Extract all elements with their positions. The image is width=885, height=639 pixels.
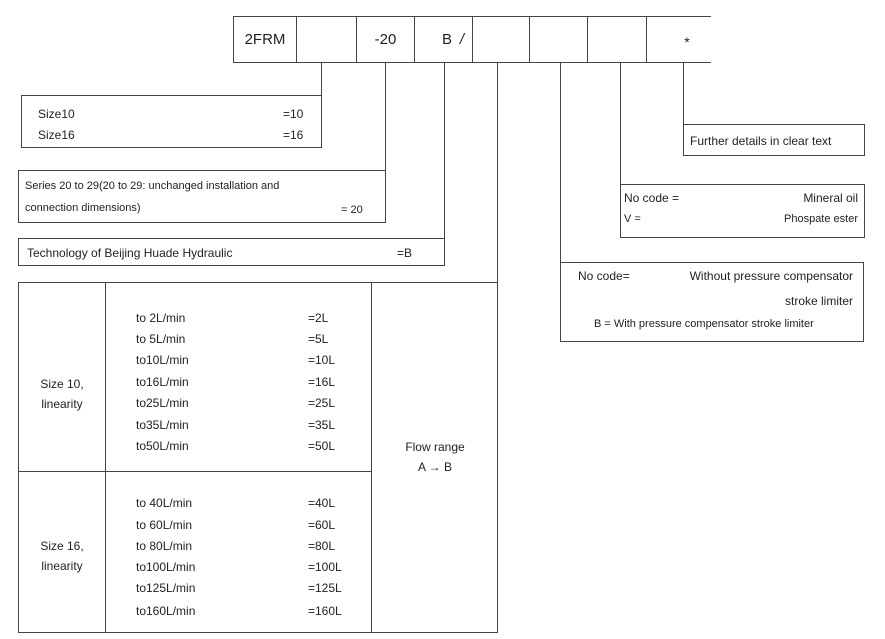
flow-range-direction: A → B <box>417 460 452 474</box>
flow-size10-linearity: linearity <box>41 397 83 411</box>
code-slash: / <box>459 31 465 48</box>
flow-range-item: to 80L/min <box>136 539 193 553</box>
fluid-text: Phospate ester <box>784 213 858 225</box>
flow-code-item: =2L <box>308 311 329 325</box>
size-label: Size10 <box>38 107 75 121</box>
flow-size16-linearity: linearity <box>41 559 83 573</box>
fluid-code: No code = <box>624 191 680 205</box>
size-box: Size10 =10 Size16 =16 <box>21 95 322 148</box>
size-value: =16 <box>283 128 304 142</box>
further-details-text: Further details in clear text <box>690 134 832 148</box>
flow-range-item: to16L/min <box>136 375 189 389</box>
connector-compensator <box>560 62 561 262</box>
flow-table-divider <box>371 283 372 632</box>
flow-range-label: Flow range <box>405 440 465 454</box>
compensator-nocode: No code= <box>578 269 630 283</box>
flow-range-table: Size 10, linearity to 2L/min =2L to 5L/m… <box>18 282 498 633</box>
series-value: = 20 <box>341 204 363 216</box>
compensator-with-text: B = With pressure compensator stroke lim… <box>594 318 814 330</box>
flow-range-item: to160L/min <box>136 604 196 618</box>
connector-series <box>385 62 386 222</box>
flow-range-item: to50L/min <box>136 439 189 453</box>
flow-code-item: =100L <box>308 560 342 574</box>
flow-range-item: to 40L/min <box>136 496 193 510</box>
flow-code-item: =50L <box>308 439 336 453</box>
flow-size16-label: Size 16, <box>40 539 84 553</box>
code-further: * <box>684 34 690 50</box>
technology-label: Technology of Beijing Huade Hydraulic <box>27 246 233 260</box>
flow-code-item: =60L <box>308 518 336 532</box>
flow-range-item: to125L/min <box>136 581 196 595</box>
flow-range-item: to100L/min <box>136 560 196 574</box>
connector-fluid <box>620 62 621 184</box>
compensator-without-text-cont: stroke limiter <box>784 294 853 308</box>
further-details-box: Further details in clear text <box>683 124 865 156</box>
flow-code-item: =10L <box>308 353 336 367</box>
flow-range-item: to 5L/min <box>136 332 186 346</box>
flow-code-item: =5L <box>308 332 329 346</box>
fluid-text: Mineral oil <box>803 191 858 205</box>
code-row-divider <box>356 16 357 63</box>
technology-value: =B <box>397 246 413 260</box>
flow-code-item: =16L <box>308 375 336 389</box>
code-row-divider <box>233 16 234 63</box>
code-row-divider <box>472 16 473 63</box>
fluid-code: V = <box>624 213 641 225</box>
code-technology: B <box>441 31 452 48</box>
code-row-divider <box>646 16 647 63</box>
flow-range-item: to35L/min <box>136 418 189 432</box>
flow-range-item: to 60L/min <box>136 518 193 532</box>
compensator-box: No code= Without pressure compensator st… <box>560 262 864 342</box>
flow-code-item: =125L <box>308 581 342 595</box>
flow-code-item: =80L <box>308 539 336 553</box>
connector-technology <box>444 62 445 238</box>
flow-code-item: =25L <box>308 396 336 410</box>
flow-range-item: to25L/min <box>136 396 189 410</box>
code-row-divider <box>414 16 415 63</box>
series-text-line2: connection dimensions) <box>25 202 141 214</box>
connector-flow <box>497 62 498 282</box>
flow-table-row-divider <box>19 471 371 472</box>
connector-further <box>683 62 684 124</box>
code-row-divider <box>296 16 297 63</box>
size-value: =10 <box>283 107 304 121</box>
fluid-box: No code = Mineral oil V = Phospate ester <box>620 184 865 238</box>
code-row-divider <box>529 16 530 63</box>
code-series: -20 <box>374 31 397 48</box>
series-box: Series 20 to 29(20 to 29: unchanged inst… <box>18 170 386 223</box>
size-label: Size16 <box>38 128 75 142</box>
flow-range-item: to10L/min <box>136 353 189 367</box>
flow-range-item: to 2L/min <box>136 311 186 325</box>
flow-code-item: =35L <box>308 418 336 432</box>
flow-table-divider <box>105 283 106 632</box>
code-row-divider <box>587 16 588 63</box>
code-base: 2FRM <box>244 31 286 48</box>
compensator-without-text: Without pressure compensator <box>689 269 853 283</box>
flow-code-item: =40L <box>308 496 336 510</box>
flow-size10-label: Size 10, <box>40 377 84 391</box>
flow-code-item: =160L <box>308 604 342 618</box>
technology-box: Technology of Beijing Huade Hydraulic =B <box>18 238 445 266</box>
series-text-line1: Series 20 to 29(20 to 29: unchanged inst… <box>25 180 280 192</box>
